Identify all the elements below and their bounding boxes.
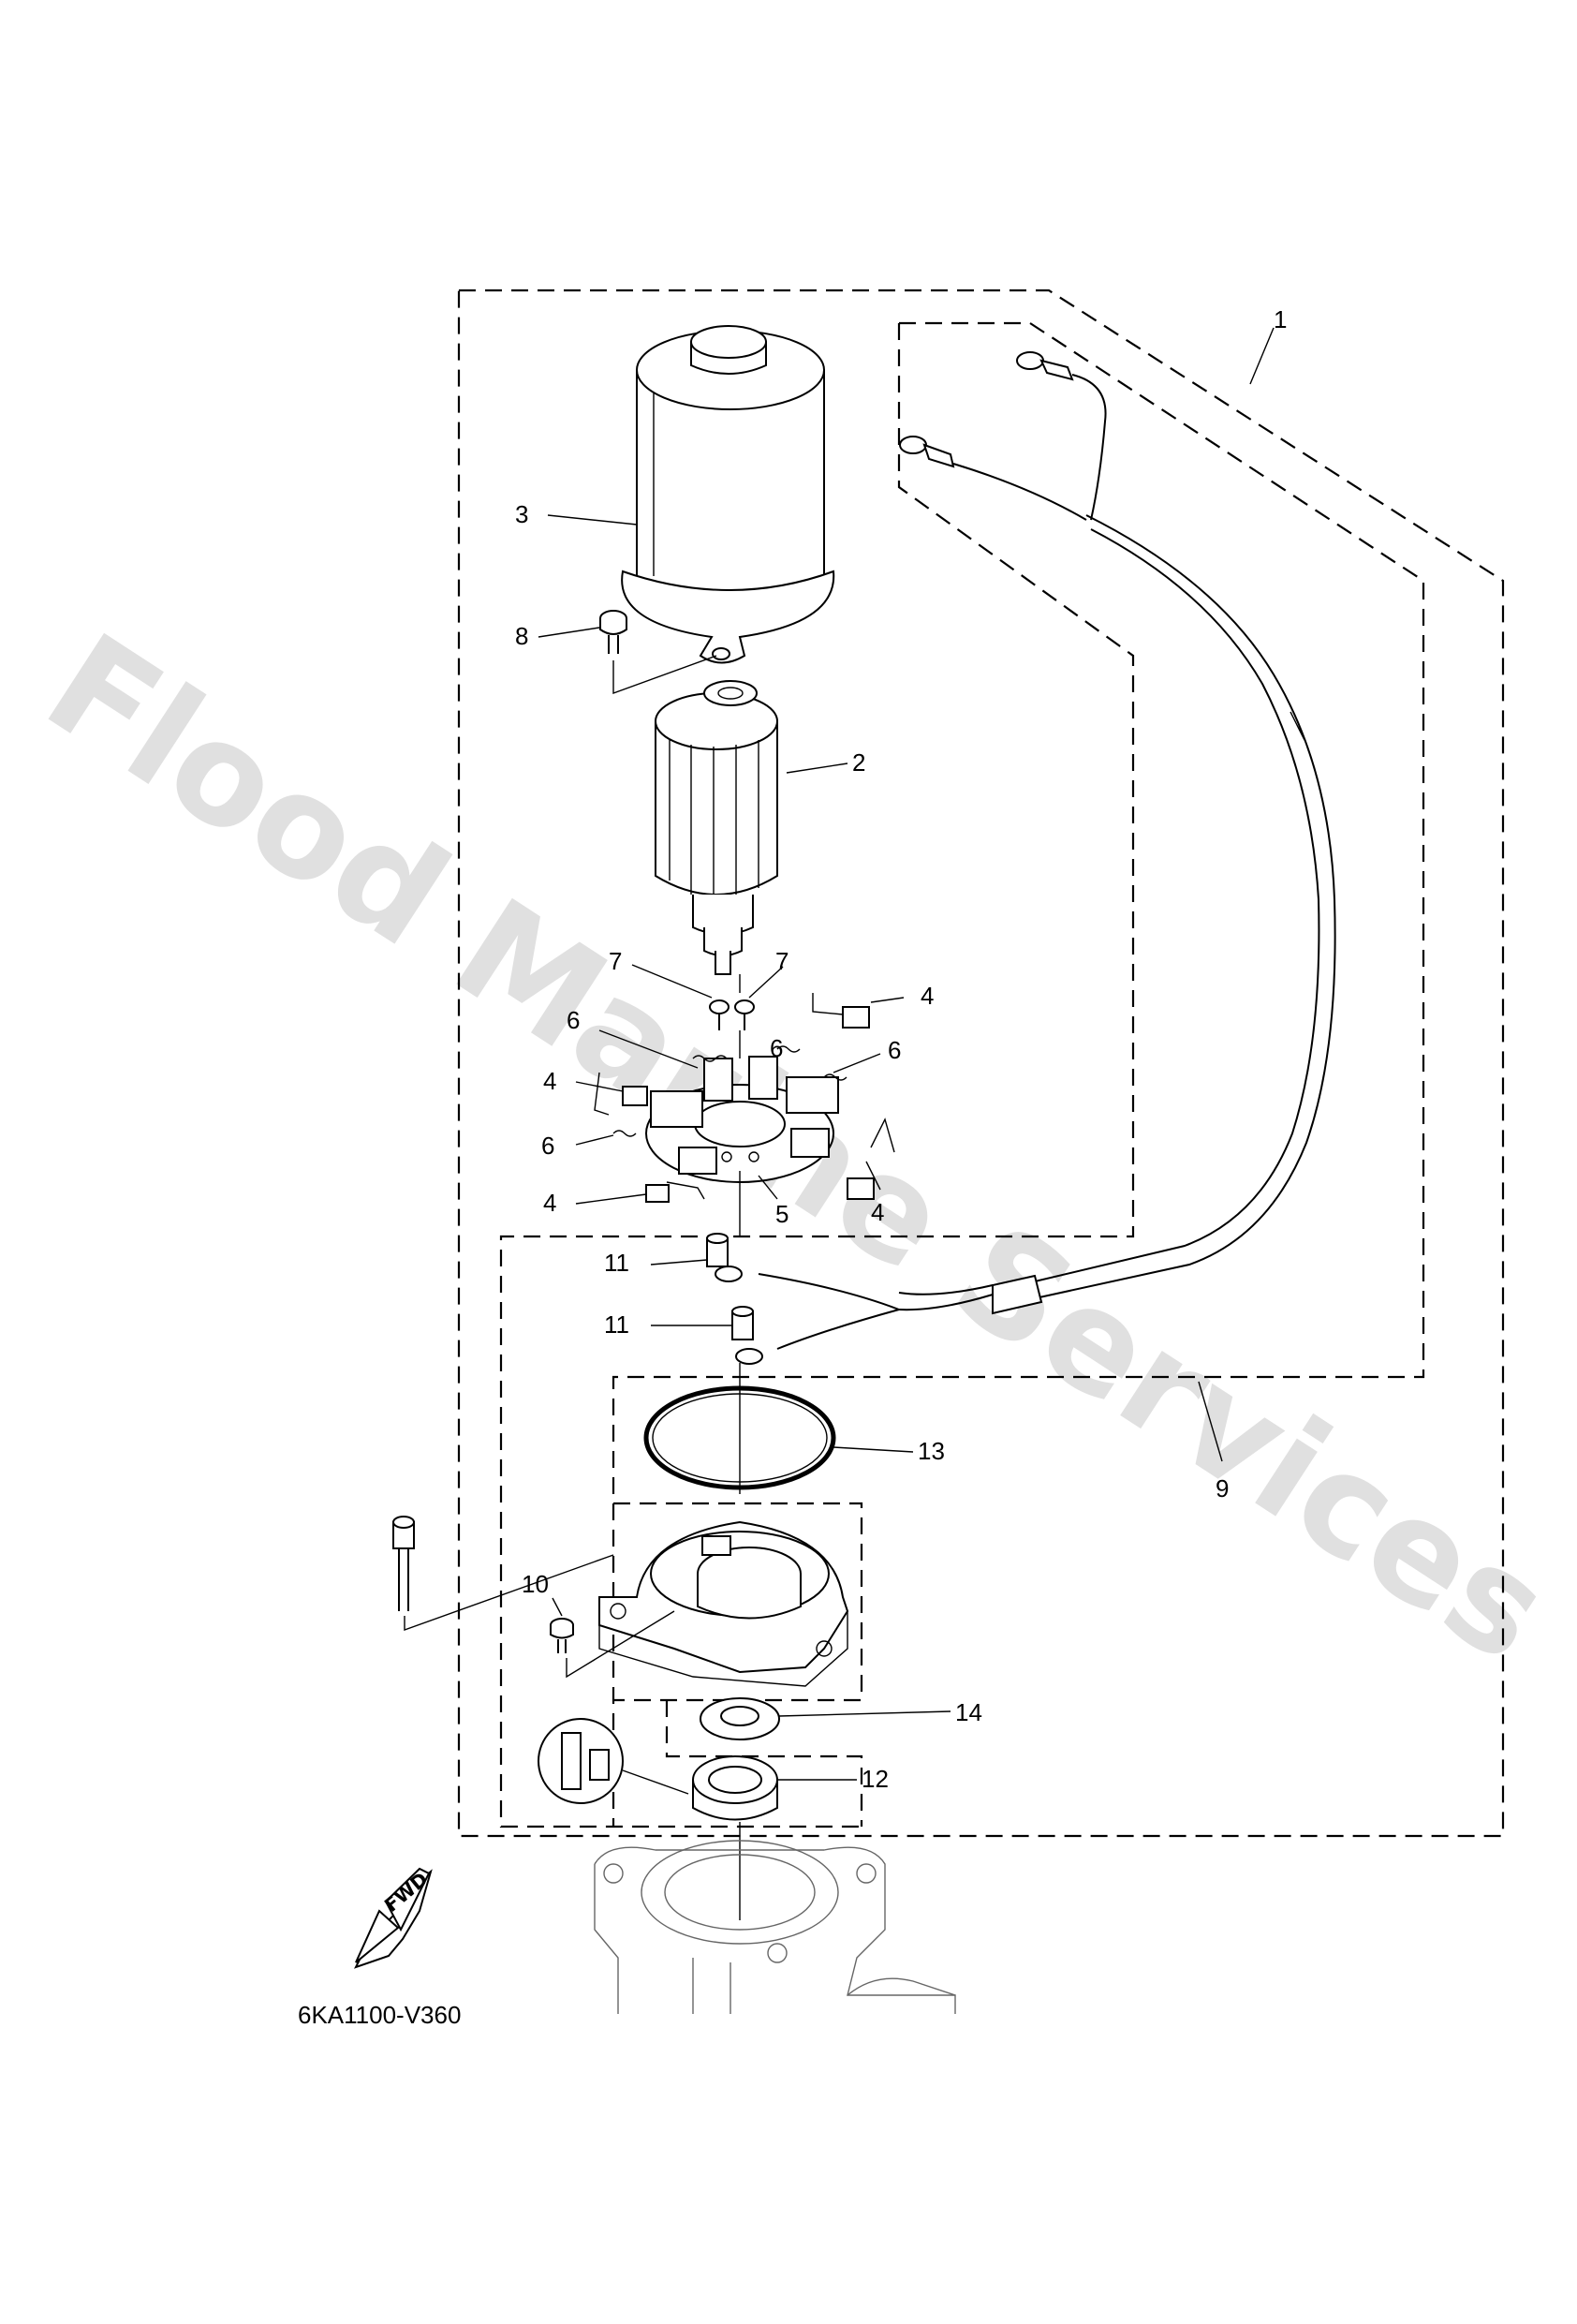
fwd-arrow: FWD — [354, 1867, 433, 1969]
callout-6a: 6 — [567, 1006, 580, 1034]
assembly-boundary-brush — [499, 323, 1135, 1828]
part-3-yoke — [621, 325, 835, 664]
assembly-boundary-lines — [457, 289, 1505, 1838]
callout-12: 12 — [862, 1765, 889, 1793]
callout-5: 5 — [775, 1200, 788, 1228]
callout-14: 14 — [955, 1698, 982, 1726]
callout-7a: 7 — [609, 947, 622, 975]
assembly-boundary-outer — [457, 289, 1505, 1838]
part-11-nuts — [706, 1233, 754, 1340]
part-6-springs — [612, 1045, 847, 1137]
callout-4b: 4 — [543, 1067, 556, 1095]
bottom-cover — [598, 1520, 849, 1687]
part-7-screws — [709, 999, 755, 1030]
external-bolt — [392, 1516, 614, 1631]
callout-7b: 7 — [775, 947, 788, 975]
part-4-brushes — [594, 993, 895, 1203]
seal-detail-inset — [538, 1718, 689, 1804]
leader-lines — [538, 327, 1275, 1781]
pump-body-phantom — [594, 1840, 956, 2014]
callout-4d: 4 — [871, 1198, 884, 1226]
callout-3: 3 — [515, 500, 528, 528]
callout-6b: 6 — [770, 1034, 783, 1062]
callout-10: 10 — [522, 1570, 549, 1598]
callout-4c: 4 — [543, 1189, 556, 1217]
callout-6d: 6 — [541, 1132, 554, 1160]
callout-1: 1 — [1274, 305, 1287, 333]
part-10-screw — [550, 1610, 675, 1679]
part-14-oil-seal — [700, 1697, 780, 1740]
callout-11b: 11 — [604, 1310, 629, 1339]
part-1-lead-wire — [715, 351, 1336, 1365]
callout-6c: 6 — [888, 1036, 901, 1064]
part-12-bearing — [692, 1755, 778, 1821]
drawing-code: 6KA1100-V360 — [298, 2001, 461, 2029]
assembly-boundary-seal — [665, 1700, 863, 1827]
callout-8: 8 — [515, 622, 528, 650]
callouts: 1 3 8 2 7 7 4 6 6 6 4 6 4 5 4 11 11 13 9… — [515, 305, 1287, 1793]
callout-2: 2 — [852, 748, 865, 777]
assembly-boundary-housing — [613, 1502, 863, 1702]
callout-4a: 4 — [921, 982, 934, 1010]
part-2-armature — [655, 680, 778, 975]
assembly-boundary-9 — [612, 321, 1425, 1827]
callout-9: 9 — [1216, 1474, 1229, 1502]
callout-11a: 11 — [604, 1249, 629, 1277]
callout-13: 13 — [918, 1437, 945, 1465]
part-8-screw — [599, 610, 717, 694]
